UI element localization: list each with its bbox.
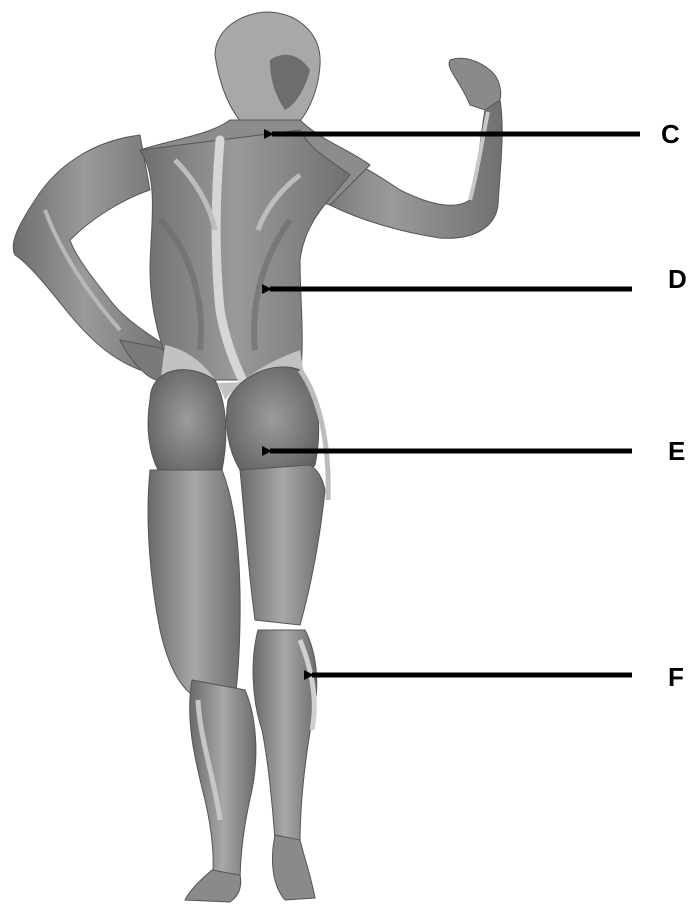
human-figure-back-view [13, 12, 502, 902]
right-thigh [240, 465, 325, 625]
label-c: C [661, 119, 680, 149]
bent-arm [13, 135, 172, 381]
left-thigh [148, 470, 240, 700]
left-foot [185, 870, 241, 902]
right-foot [272, 835, 315, 900]
label-d: D [668, 264, 687, 294]
label-e: E [668, 436, 685, 466]
labels: C D E F [661, 119, 687, 692]
label-f: F [668, 662, 684, 692]
torso-back [140, 130, 350, 380]
head [215, 12, 320, 132]
